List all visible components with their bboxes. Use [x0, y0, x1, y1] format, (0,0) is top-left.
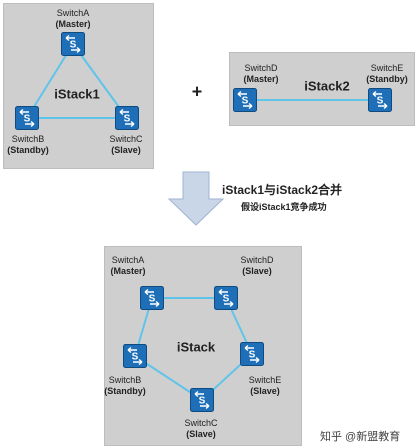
switch-label-e: SwitchE (Standby): [366, 63, 408, 84]
switch-a-icon: S: [61, 32, 85, 56]
svg-text:S: S: [132, 352, 139, 363]
istack1-name: iStack1: [54, 86, 100, 102]
merged-label-d: SwitchD (Slave): [240, 255, 274, 276]
merged-label-b: SwitchB (Standby): [104, 375, 146, 396]
merged-label-e: SwitchE (Slave): [248, 375, 282, 396]
istack-name: iStack: [176, 339, 216, 355]
svg-text:S: S: [377, 96, 384, 107]
switch-d-icon: S: [233, 88, 257, 112]
istack2-name: iStack2: [304, 78, 350, 94]
svg-text:S: S: [70, 40, 77, 51]
plus-sign: +: [191, 81, 203, 102]
svg-text:S: S: [242, 96, 249, 107]
merge-title: iStack1与iStack2合并: [222, 183, 343, 197]
svg-text:S: S: [149, 294, 156, 305]
merged-switch-a-icon: S: [140, 286, 164, 310]
merged-label-c: SwitchC (Slave): [184, 418, 218, 439]
merge-arrow-icon: [167, 171, 225, 226]
svg-text:S: S: [223, 294, 230, 305]
merged-switch-c-icon: S: [190, 388, 214, 412]
merged-label-a: SwitchA (Master): [110, 255, 146, 276]
svg-text:S: S: [124, 114, 131, 125]
istack1-panel: [3, 3, 154, 169]
switch-label-b: SwitchB (Standby): [7, 134, 49, 155]
link-a-c: [72, 43, 128, 119]
switch-label-c: SwitchC (Slave): [109, 134, 143, 155]
switch-label-d: SwitchD (Master): [243, 63, 279, 84]
merged-switch-e-icon: S: [240, 342, 264, 366]
svg-text:S: S: [24, 114, 31, 125]
switch-c-icon: S: [115, 106, 139, 130]
link-a-b: [26, 43, 74, 119]
switch-label-a: SwitchA (Master): [55, 8, 91, 29]
merged-switch-b-icon: S: [123, 344, 147, 368]
svg-text:S: S: [249, 350, 256, 361]
switch-b-icon: S: [15, 106, 39, 130]
switch-e-icon: S: [368, 88, 392, 112]
svg-text:S: S: [199, 396, 206, 407]
watermark: 知乎 @新盟教育: [320, 431, 401, 443]
merged-switch-d-icon: S: [214, 286, 238, 310]
merge-subtitle: 假设iStack1竞争成功: [241, 202, 327, 212]
